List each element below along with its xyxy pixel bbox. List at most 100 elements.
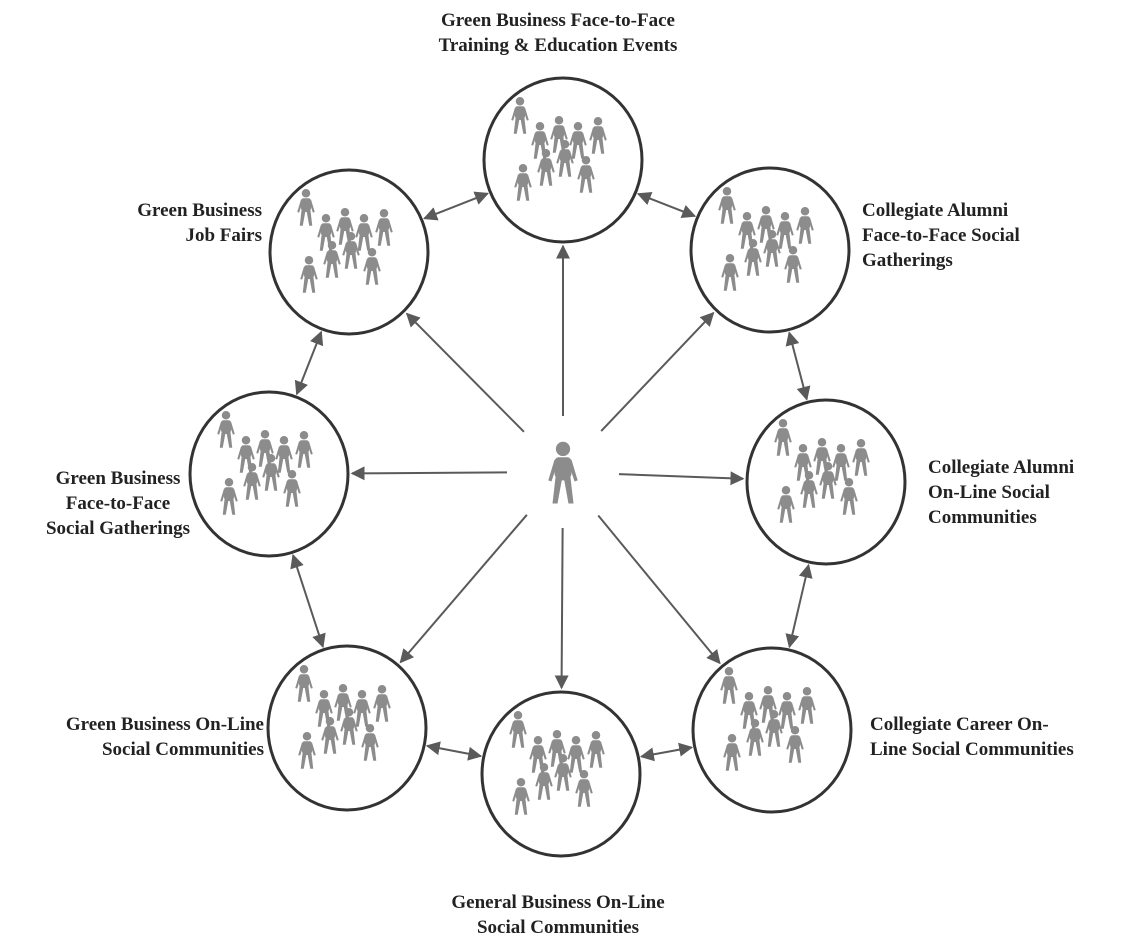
person-icon: [548, 730, 566, 767]
person-icon: [256, 430, 274, 467]
person-icon: [275, 436, 293, 473]
person-icon: [373, 685, 391, 722]
person-icon: [295, 665, 313, 702]
person-icon: [746, 719, 764, 756]
label-alumni-online: Collegiate Alumni On-Line Social Communi…: [928, 455, 1118, 530]
link-arrow: [423, 191, 489, 221]
person-icon: [336, 208, 354, 245]
person-icon: [342, 232, 360, 269]
person-icon: [759, 686, 777, 723]
label-line: Social Communities: [101, 739, 264, 760]
person-icon: [262, 454, 280, 491]
arrows: [290, 191, 813, 762]
center-person: [548, 441, 578, 504]
person-icon: [315, 690, 333, 727]
person-icon: [778, 692, 796, 729]
person-icon: [774, 419, 792, 456]
label-line: Communities: [928, 507, 1037, 528]
person-icon: [798, 687, 816, 724]
person-icon: [723, 734, 741, 771]
radial-arrow: [399, 514, 528, 664]
radial-arrow: [405, 312, 525, 433]
radial-arrow: [597, 514, 721, 665]
person-icon: [297, 189, 315, 226]
radial-arrow: [600, 311, 715, 432]
group-alumni-gatherings: [689, 166, 851, 334]
person-icon: [321, 717, 339, 754]
label-line: Green Business Face-to-Face: [441, 10, 675, 31]
link-arrow: [639, 742, 694, 762]
person-icon: [740, 692, 758, 729]
person-icon: [569, 122, 587, 159]
group-green-online: [266, 644, 428, 812]
person-icon: [720, 667, 738, 704]
radial-arrow: [618, 471, 745, 486]
label-line: Face-to-Face Social: [862, 225, 1020, 246]
person-icon: [567, 736, 585, 773]
group-circles: [188, 76, 907, 858]
person-icon: [554, 754, 572, 791]
link-arrow: [290, 553, 326, 649]
person-icon: [537, 149, 555, 186]
person-icon: [512, 778, 530, 815]
person-icon: [375, 209, 393, 246]
person-icon: [840, 478, 858, 515]
group-job-fairs: [268, 168, 430, 336]
label-career-online: Collegiate Career On- Line Social Commun…: [870, 712, 1122, 762]
person-icon: [587, 731, 605, 768]
group-career-online: [691, 646, 853, 814]
person-icon: [509, 711, 527, 748]
radial-arrow: [350, 466, 508, 481]
person-icon: [283, 470, 301, 507]
label-green-online: Green Business On-Line Social Communitie…: [6, 712, 264, 762]
person-icon: [243, 463, 261, 500]
label-line: Green Business: [137, 200, 262, 221]
label-line: On-Line Social: [928, 482, 1050, 503]
person-icon: [575, 770, 593, 807]
label-green-social: Green Business Face-to-Face Social Gathe…: [20, 466, 216, 541]
label-job-fairs: Green Business Job Fairs: [56, 198, 262, 248]
person-icon: [340, 708, 358, 745]
person-icon: [514, 164, 532, 201]
person-icon: [744, 239, 762, 276]
group-alumni-online: [745, 398, 907, 566]
person-icon: [363, 248, 381, 285]
person-icon: [361, 724, 379, 761]
person-icon: [300, 256, 318, 293]
link-arrow: [785, 563, 813, 649]
label-line: Training & Education Events: [438, 35, 678, 56]
person-icon: [819, 462, 837, 499]
person-icon: [334, 684, 352, 721]
group-training-events: [482, 76, 644, 244]
label-line: Collegiate Career On-: [870, 714, 1049, 735]
person-icon: [511, 97, 529, 134]
label-general-online: General Business On-Line Social Communit…: [403, 890, 713, 940]
label-line: Face-to-Face: [65, 493, 171, 514]
person-icon: [323, 241, 341, 278]
person-icon: [800, 471, 818, 508]
person-icon: [220, 478, 238, 515]
person-icon: [832, 444, 850, 481]
label-training-events: Green Business Face-to-Face Training & E…: [388, 8, 728, 58]
person-icon: [577, 156, 595, 193]
person-icon: [763, 230, 781, 267]
person-icon: [765, 710, 783, 747]
label-line: Social Communities: [476, 917, 640, 938]
person-icon: [548, 441, 578, 504]
person-icon: [777, 486, 795, 523]
person-icon: [295, 431, 313, 468]
person-icon: [757, 206, 775, 243]
person-icon: [776, 212, 794, 249]
label-line: Line Social Communities: [870, 739, 1074, 760]
person-icon: [550, 116, 568, 153]
person-icon: [852, 439, 870, 476]
link-arrow: [294, 330, 324, 396]
person-icon: [535, 763, 553, 800]
person-icon: [217, 411, 235, 448]
person-icon: [813, 438, 831, 475]
label-line: General Business On-Line: [451, 892, 665, 913]
person-icon: [589, 117, 607, 154]
person-icon: [796, 207, 814, 244]
person-icon: [353, 690, 371, 727]
